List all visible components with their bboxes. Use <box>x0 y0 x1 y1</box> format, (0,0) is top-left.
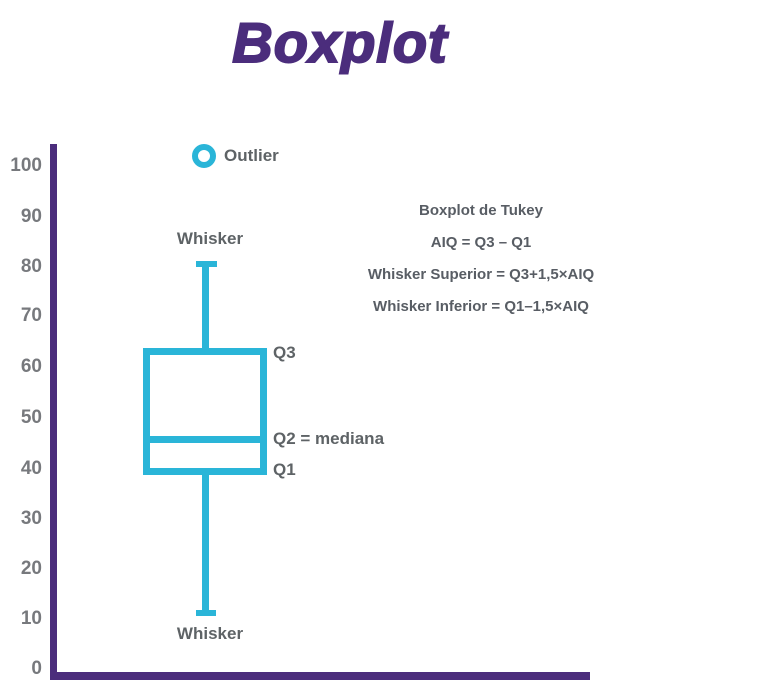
formula-aiq: AIQ = Q3 – Q1 <box>430 234 532 251</box>
outlier-label: Outlier <box>224 146 279 165</box>
y-axis-line <box>50 144 57 680</box>
x-axis-line <box>50 672 590 680</box>
formula-whisker-inferior: Whisker Inferior = Q1–1,5×AIQ <box>373 298 589 315</box>
outlier-marker-icon <box>192 144 216 168</box>
formula-heading: Boxplot de Tukey <box>419 202 543 219</box>
whisker-top-label: Whisker <box>176 229 244 248</box>
y-tick-label-50: 50 <box>20 407 42 428</box>
iqr-box <box>143 348 267 475</box>
chart-title: Boxplot <box>231 10 448 75</box>
median-line <box>150 436 260 443</box>
y-tick-label-10: 10 <box>20 608 42 629</box>
whisker-bottom-line <box>202 473 209 612</box>
y-tick-label-60: 60 <box>20 356 42 377</box>
whisker-bottom-label: Whisker <box>176 624 244 643</box>
q3-label: Q3 <box>273 343 296 362</box>
y-tick-label-70: 70 <box>20 305 42 326</box>
q1-label: Q1 <box>273 460 296 479</box>
whisker-top-line <box>202 265 209 350</box>
q2-median-label: Q2 = mediana <box>273 429 385 448</box>
y-tick-label-80: 80 <box>20 256 42 277</box>
y-tick-label-40: 40 <box>20 458 42 479</box>
y-tick-label-0: 0 <box>31 658 42 679</box>
y-tick-label-20: 20 <box>20 558 42 579</box>
formula-whisker-superior: Whisker Superior = Q3+1,5×AIQ <box>367 266 595 283</box>
y-tick-label-90: 90 <box>20 206 42 227</box>
tukey-formulas-block: Boxplot de Tukey AIQ = Q3 – Q1 Whisker S… <box>358 202 604 315</box>
y-tick-label-30: 30 <box>20 508 42 529</box>
whisker-bottom-cap <box>196 610 216 616</box>
y-tick-label-100: 100 <box>10 155 42 176</box>
whisker-top-cap <box>196 261 217 267</box>
